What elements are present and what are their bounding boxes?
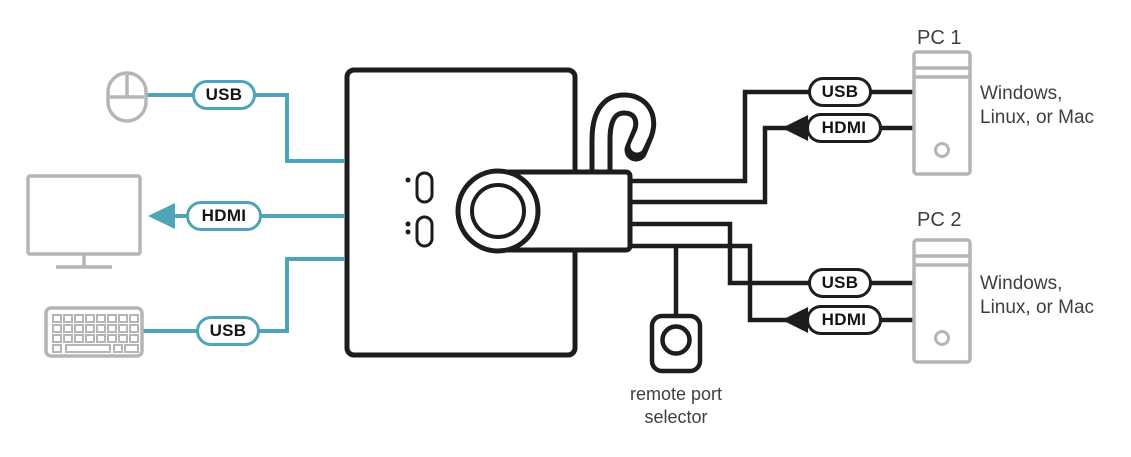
kvm-cable-connector — [455, 168, 633, 254]
pc1-usb-pill: USB — [808, 77, 872, 107]
pc2-icon — [912, 238, 972, 364]
pc1-name: PC 1 — [917, 27, 962, 49]
mouse-icon — [106, 71, 148, 123]
kvm-cable-hook — [589, 92, 657, 190]
keyboard-usb-pill: USB — [196, 316, 260, 346]
pc1-hdmi-arrow — [782, 115, 808, 141]
remote-selector-label-line2: selector — [644, 407, 708, 427]
monitor-icon — [26, 174, 142, 269]
pc1-os: Windows, Linux, or Mac — [980, 82, 1094, 130]
remote-selector-label: remote port selector — [601, 383, 751, 429]
pc2-hdmi-arrow — [782, 307, 808, 333]
monitor-arrow — [148, 203, 175, 229]
keyboard-icon — [44, 306, 144, 358]
remote-selector-label-line1: remote port — [629, 384, 723, 404]
pc2-hdmi-pill: HDMI — [806, 305, 882, 335]
pc2-os: Windows, Linux, or Mac — [980, 272, 1094, 320]
pc1-hdmi-pill: HDMI — [806, 113, 882, 143]
pc2-name: PC 2 — [917, 209, 962, 231]
pc1-icon — [912, 50, 972, 176]
port-indicator-2 — [405, 215, 434, 248]
port-indicator-1 — [405, 171, 434, 204]
mouse-usb-pill: USB — [192, 80, 256, 110]
monitor-hdmi-pill: HDMI — [186, 201, 262, 231]
pc1-os-line1: Windows, — [980, 83, 1063, 104]
pc2-usb-pill: USB — [808, 268, 872, 298]
pc2-os-line2: Linux, or Mac — [980, 297, 1095, 318]
pc1-os-line2: Linux, or Mac — [980, 107, 1095, 128]
remote-port-selector-icon — [649, 313, 703, 374]
pc2-os-line1: Windows, — [980, 273, 1063, 294]
